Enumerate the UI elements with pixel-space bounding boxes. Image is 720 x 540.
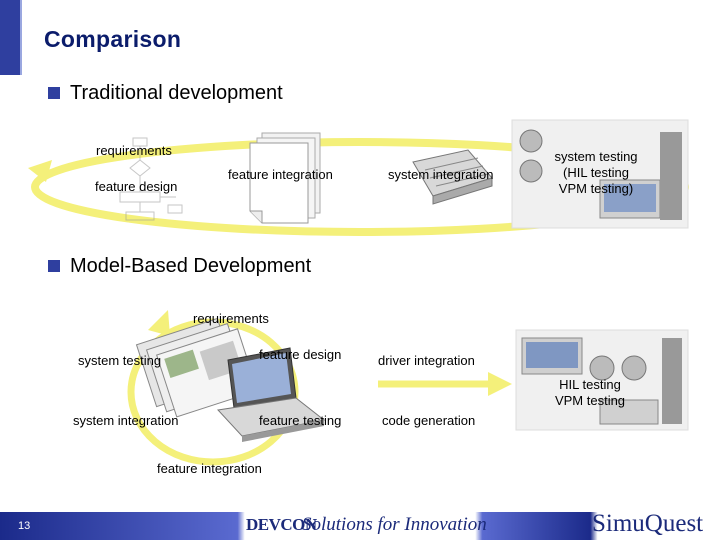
traditional-loop-arrowhead: [28, 160, 52, 182]
label-mbd-requirements: requirements: [193, 311, 269, 326]
header-accent-bar: [0, 0, 20, 75]
label-mbd-driver-integration: driver integration: [378, 353, 475, 368]
label-trad-feature-integration: feature integration: [228, 167, 333, 182]
hil-rig-photo-top: [511, 119, 689, 229]
slide-title: Comparison: [44, 26, 182, 52]
label-mbd-code-generation: code generation: [382, 413, 476, 428]
ecu-board-icon: [412, 149, 493, 205]
flowchart-thumbnail: [119, 137, 183, 221]
label-mbd-hil-testing-line1: HIL testing: [559, 377, 621, 392]
label-mbd-system-testing: system testing: [78, 353, 162, 368]
hil-rig-photo-bottom: [515, 329, 689, 431]
label-trad-system-testing-line1: system testing: [554, 149, 638, 164]
label-mbd-feature-design: feature design: [259, 347, 342, 362]
label-trad-feature-design: feature design: [95, 179, 178, 194]
label-mbd-feature-testing: feature testing: [259, 413, 342, 428]
simuquest-logo: SimuQuest: [592, 510, 704, 537]
footer-band: [0, 512, 720, 540]
label-mbd-hil-testing-line2: VPM testing: [554, 393, 626, 408]
label-trad-requirements: requirements: [96, 143, 172, 158]
mbd-flow-arrowhead: [488, 372, 512, 396]
bullet-model-based: [48, 260, 60, 272]
laptop-icon: [216, 347, 326, 442]
heading-model-based: Model-Based Development: [70, 255, 312, 277]
bullet-traditional: [48, 87, 60, 99]
label-trad-system-testing-line2: (HIL testing: [563, 165, 629, 180]
label-trad-system-testing-line3: VPM testing): [558, 181, 634, 196]
documents-stack-icon: [249, 132, 321, 224]
devcon-logo: DEVCON: [246, 515, 317, 534]
header-accent-line: [20, 0, 22, 75]
label-mbd-feature-integration: feature integration: [157, 461, 262, 476]
heading-traditional: Traditional development: [70, 82, 283, 104]
footer-tagline: Solutions for Innovation: [302, 514, 487, 535]
mbd-loop-arrowhead: [148, 310, 170, 336]
label-trad-system-testing: system testing (HIL testing VPM testing): [540, 149, 652, 197]
label-mbd-system-integration: system integration: [73, 413, 179, 428]
label-trad-system-integration: system integration: [388, 167, 494, 182]
label-mbd-hil-testing: HIL testing VPM testing: [540, 377, 640, 409]
page-number: 13: [18, 520, 31, 532]
